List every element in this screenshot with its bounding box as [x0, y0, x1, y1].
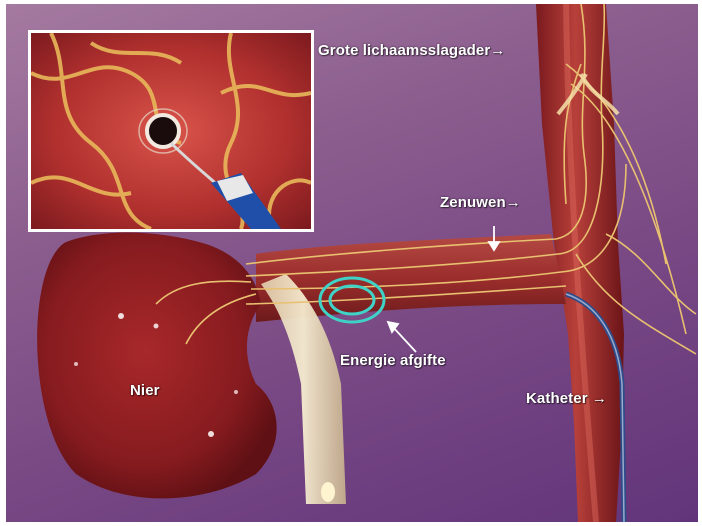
inset-closeup	[28, 30, 314, 232]
illustration: Grote lichaamsslagader→ Zenuwen→ Energie…	[6, 4, 698, 522]
inset-illustration	[31, 33, 311, 229]
aorta-label: Grote lichaamsslagader→	[318, 42, 505, 59]
catheter-label: Katheter →	[526, 390, 607, 407]
kidney-label: Nier	[130, 382, 160, 399]
nerves-label: Zenuwen→	[440, 194, 521, 211]
energy-label: Energie afgifte	[340, 352, 446, 369]
kidney	[37, 232, 277, 498]
